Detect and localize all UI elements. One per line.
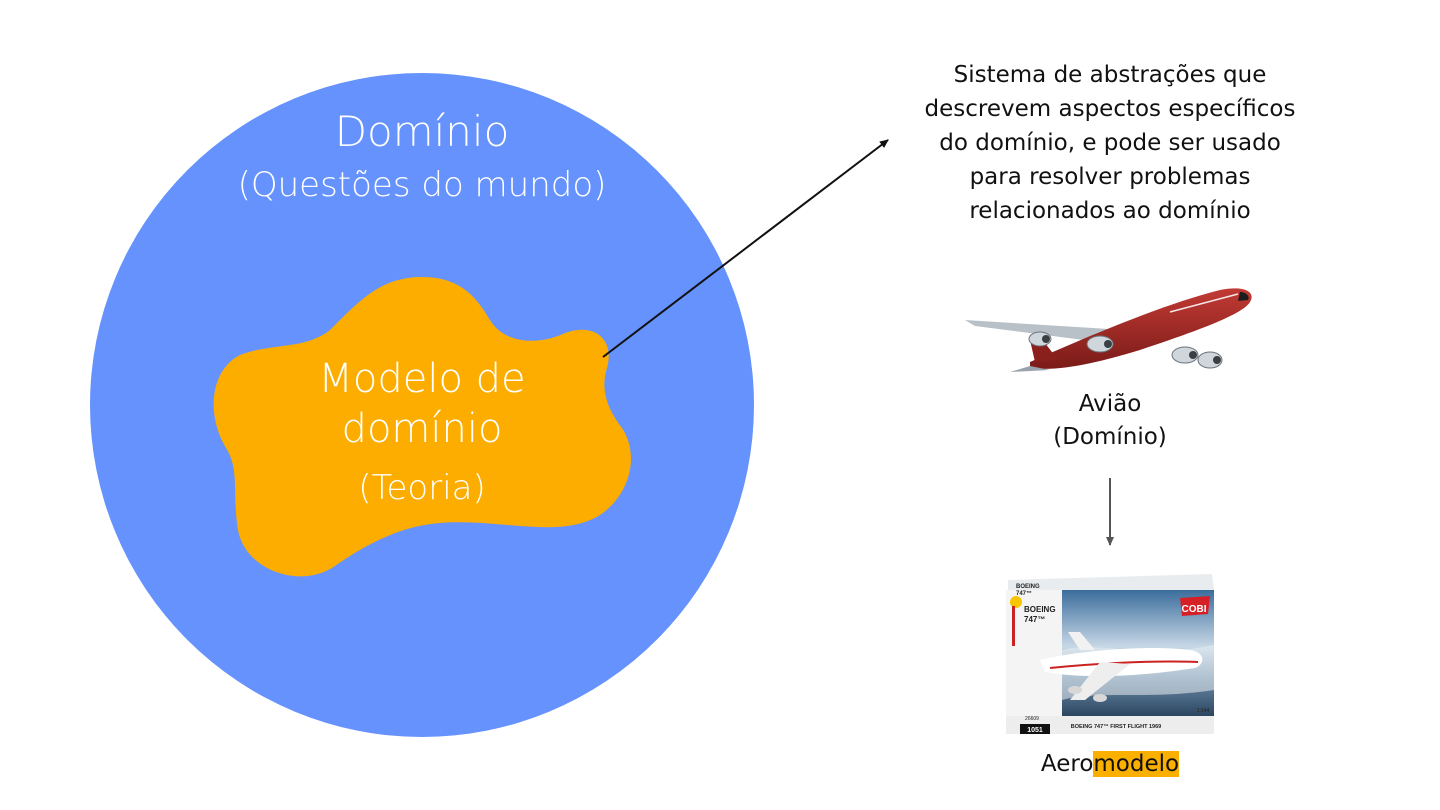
domain-title: Domínio [334,107,510,156]
box-bottom-title: BOEING 747™ FIRST FLIGHT 1969 [1071,724,1161,730]
box-title-line2: 747™ [1024,615,1045,624]
domain-model-description: Sistema de abstrações que descrevem aspe… [900,58,1320,228]
box-side-line1: BOEING [1016,584,1040,590]
description-line: relacionados ao domínio [969,198,1251,224]
model-kit-box [1006,574,1214,734]
description-line: para resolver problemas [969,164,1251,190]
description-line: descrevem aspectos específicos [924,96,1296,122]
airplane-label-line2: (Domínio) [1053,424,1167,450]
box-side-line2: 747™ [1016,590,1032,597]
airplane-label-line1: Avião [1078,391,1142,417]
airplane-icon [965,288,1252,372]
domain-model-blob [213,276,631,577]
domain-model-title: Modelo de domínio [222,354,622,454]
model-kit-label: Aeromodelo [1010,747,1210,781]
box-brand: COBI [1182,604,1207,615]
domain-subtitle: (Questões do mundo) [237,165,607,205]
domain-model-title-line1: Modelo de [318,356,526,402]
model-kit-label-prefix: Aero [1040,751,1094,777]
model-kit-label-highlight: modelo [1093,751,1180,777]
box-scale: 1:144 [1197,708,1210,714]
box-piece-count: 1051 [1027,727,1043,734]
description-line: Sistema de abstrações que [953,62,1267,88]
description-line: do domínio, e pode ser usado [939,130,1281,156]
domain-model-subtitle: (Teoria) [358,468,486,508]
box-title-line1: BOEING [1024,605,1056,614]
arrow-to-description [602,139,889,358]
box-code: 26609 [1025,716,1039,722]
airplane-label: Avião (Domínio) [1010,388,1210,454]
domain-model-title-line2: domínio [341,406,503,452]
